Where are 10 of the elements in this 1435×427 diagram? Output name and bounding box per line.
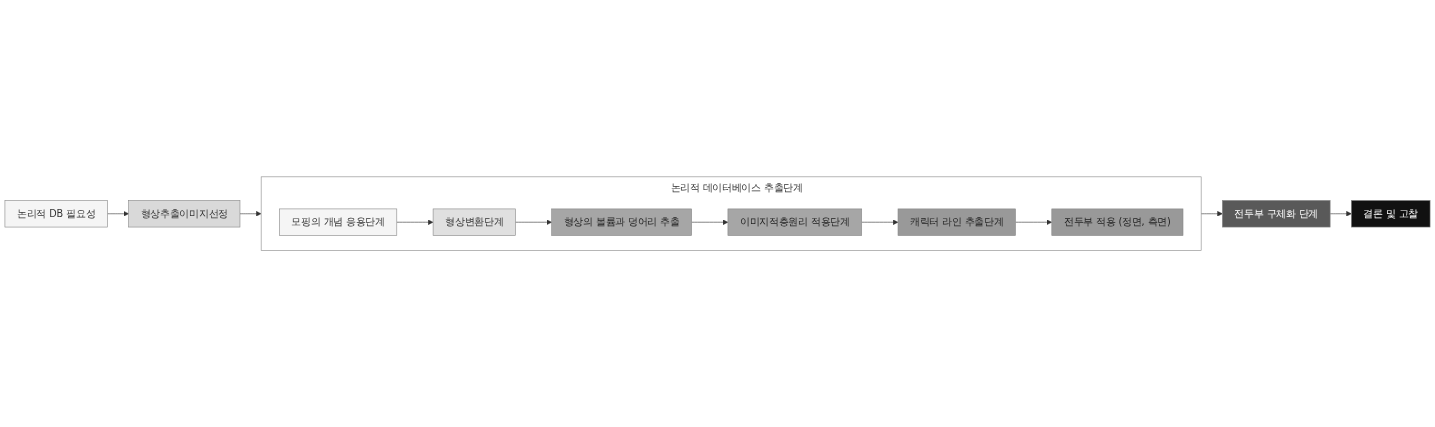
node-box: 이미지적층원리 적용단계 [727, 208, 862, 236]
node-box: 논리적 DB 필요성 [4, 199, 108, 228]
node-box: 형상변환단계 [432, 208, 516, 236]
node-box: 모핑의 개념 응용단계 [279, 208, 398, 236]
node-box: 형상의 볼륨과 덩어리 추출 [551, 208, 692, 236]
node-box: 전두부 적용 (정면, 측면) [1051, 208, 1184, 236]
node-box: 전두부 구체화 단계 [1222, 199, 1331, 228]
node-box: 결론 및 고찰 [1351, 199, 1431, 228]
node-box: 캐릭터 라인 추출단계 [897, 208, 1016, 236]
node-box: 형상추출이미지선정 [128, 199, 241, 228]
